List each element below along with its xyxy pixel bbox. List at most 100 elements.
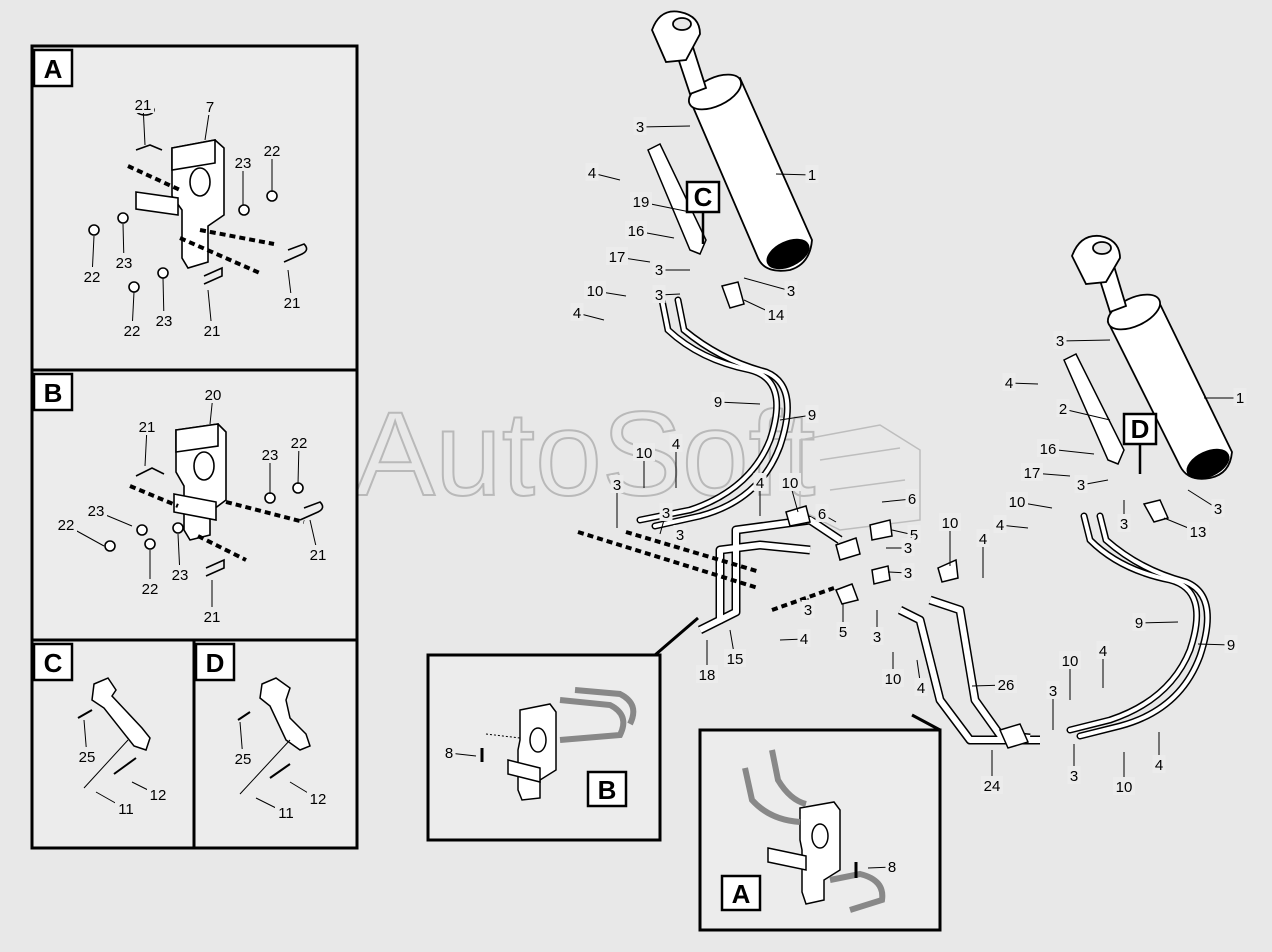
callout-background	[1002, 373, 1016, 391]
part-callout: 11	[278, 805, 294, 822]
part-callout: 8	[888, 859, 896, 876]
right-cylinder	[1071, 234, 1233, 480]
panel-d-link	[237, 677, 311, 795]
callout-background	[261, 141, 283, 159]
part-callout: 22	[84, 269, 101, 286]
callout-background	[202, 385, 224, 403]
svg-text:A: A	[44, 54, 63, 84]
inset-b: B	[426, 616, 699, 842]
callout-background	[901, 563, 915, 581]
callout-background	[633, 117, 647, 135]
panel-label-c: C	[32, 642, 74, 682]
callout-background	[797, 629, 811, 647]
leader-line	[1059, 339, 1111, 342]
part-callout: 23	[262, 447, 279, 464]
steel-pipes-core	[698, 517, 1040, 743]
callout-background	[995, 675, 1017, 693]
part-callout: 1	[808, 167, 816, 184]
callout-background	[1187, 522, 1209, 540]
callout-background	[442, 743, 456, 761]
part-callout: 4	[588, 165, 596, 182]
callout-background	[169, 565, 191, 583]
part-callout: 23	[156, 313, 173, 330]
part-callout: 3	[662, 505, 670, 522]
panel-a-dashes	[127, 164, 275, 276]
callout-background	[201, 607, 223, 625]
part-callout: 10	[1009, 494, 1026, 511]
callout-background	[570, 303, 584, 321]
callout-background	[673, 525, 687, 543]
part-callout: 4	[1099, 643, 1107, 660]
part-callout: 3	[1214, 501, 1222, 518]
callout-background	[203, 97, 217, 115]
part-callout: 18	[699, 667, 716, 684]
part-callout: 4	[800, 631, 808, 648]
svg-text:C: C	[694, 182, 713, 212]
callout-background	[136, 417, 158, 435]
callout-background	[939, 513, 961, 531]
callout-background	[976, 529, 990, 547]
callout-background	[633, 443, 655, 461]
part-callout: 12	[150, 787, 167, 804]
part-callout: 17	[609, 249, 626, 266]
main-label-d: D	[1122, 412, 1158, 474]
part-callout: 4	[756, 475, 764, 492]
callout-background	[81, 267, 103, 285]
part-callout: 3	[655, 262, 663, 279]
steel-pipes	[697, 515, 1040, 745]
leader-line	[717, 401, 761, 405]
callout-background	[805, 405, 819, 423]
part-callout: 3	[904, 540, 912, 557]
panel-label-b: B	[32, 372, 74, 412]
panel-b-dashes	[129, 484, 305, 562]
callout-background	[870, 627, 884, 645]
part-callout: 20	[205, 387, 222, 404]
callout-background	[147, 785, 169, 803]
callout-background	[1006, 492, 1028, 510]
part-callout: 10	[1062, 653, 1079, 670]
main-dashes	[577, 530, 835, 612]
callout-background	[1152, 755, 1166, 773]
part-callout: 21	[139, 419, 156, 436]
callout-background	[153, 311, 175, 329]
part-callout: 22	[124, 323, 141, 340]
part-callout: 21	[204, 609, 221, 626]
svg-text:B: B	[44, 378, 63, 408]
part-callout: 4	[573, 305, 581, 322]
callout-background	[901, 538, 915, 556]
callout-background	[905, 489, 919, 507]
callout-background	[815, 504, 829, 522]
part-callout: 10	[587, 283, 604, 300]
callout-background	[1037, 439, 1059, 457]
clamps	[785, 505, 1030, 749]
part-callout: 12	[310, 791, 327, 808]
callout-background	[85, 501, 107, 519]
main-label-c: C	[685, 180, 721, 244]
part-callout: 9	[808, 407, 816, 424]
part-callout: 16	[628, 223, 645, 240]
part-callout: 8	[445, 745, 453, 762]
part-callout: 2	[1059, 401, 1067, 418]
callout-background	[981, 776, 1003, 794]
callout-background	[659, 503, 673, 521]
leader-line	[639, 125, 691, 128]
callout-background	[914, 678, 928, 696]
part-callout: 10	[942, 515, 959, 532]
callout-background	[1046, 681, 1060, 699]
part-callout: 4	[1005, 375, 1013, 392]
part-callout: 3	[655, 287, 663, 304]
inset-a: A	[698, 713, 942, 932]
callout-background	[779, 473, 801, 491]
part-callout: 6	[908, 491, 916, 508]
part-callout: 9	[714, 394, 722, 411]
callout-background	[753, 473, 767, 491]
part-callout: 23	[235, 155, 252, 172]
callout-background	[1053, 331, 1067, 349]
callout-background	[669, 434, 683, 452]
callout-background	[76, 747, 98, 765]
detail-panels	[30, 44, 359, 850]
callout-background	[1211, 499, 1225, 517]
part-callout: 9	[1227, 637, 1235, 654]
callout-background	[1117, 514, 1131, 532]
